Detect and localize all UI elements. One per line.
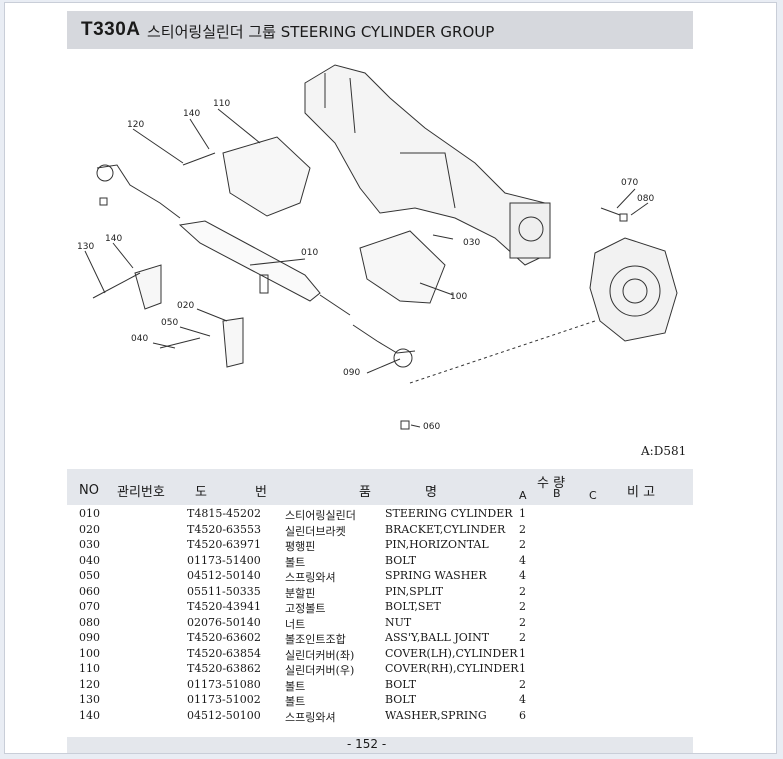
header-qty-a: A <box>519 489 527 502</box>
diagram-label-070: 070 <box>621 178 638 188</box>
title-bar: T330A 스티어링실린더 그룹 STEERING CYLINDER GROUP <box>67 11 693 49</box>
diagram-label-050: 050 <box>161 318 178 328</box>
catalog-page: T330A 스티어링실린더 그룹 STEERING CYLINDER GROUP <box>4 2 777 754</box>
diagram-label-060: 060 <box>423 422 440 432</box>
diagram-label-100: 100 <box>450 292 467 302</box>
diagram-label-140-upper: 140 <box>183 109 200 119</box>
header-no: NO <box>79 483 99 498</box>
header-qty: 수 량 <box>537 476 566 491</box>
diagram-label-030: 030 <box>463 238 480 248</box>
footer-bar: - 152 - <box>67 737 693 753</box>
header-name-1: 품 <box>359 485 371 500</box>
header-part-no-1: 도 <box>195 485 207 500</box>
header-remarks: 비 고 <box>627 485 656 500</box>
header-qty-b: B <box>553 487 561 500</box>
diagram-reference: A:D581 <box>641 444 687 458</box>
header-qty-c: C <box>589 489 597 502</box>
diagram-label-120: 120 <box>127 120 144 130</box>
header-mgmt-no: 관리번호 <box>117 485 165 500</box>
diagram-label-110: 110 <box>213 99 230 109</box>
diagram-label-090: 090 <box>343 368 360 378</box>
header-name-2: 명 <box>425 485 437 500</box>
diagram-label-080: 080 <box>637 194 654 204</box>
exploded-parts-diagram: 120 140 110 130 140 010 020 050 040 090 … <box>77 64 678 432</box>
parts-table-header: NO 관리번호 도 번 품 명 수 량 A B C 비 고 <box>67 469 693 505</box>
group-code: T330A <box>81 19 141 40</box>
page-number: - 152 - <box>347 737 387 751</box>
diagram-label-020: 020 <box>177 301 194 311</box>
diagram-label-040: 040 <box>131 334 148 344</box>
diagram-label-010: 010 <box>301 248 318 258</box>
group-title: 스티어링실린더 그룹 STEERING CYLINDER GROUP <box>147 23 495 41</box>
header-part-no-2: 번 <box>255 485 267 500</box>
diagram-label-130: 130 <box>77 242 94 252</box>
diagram-label-140-lower: 140 <box>105 234 122 244</box>
